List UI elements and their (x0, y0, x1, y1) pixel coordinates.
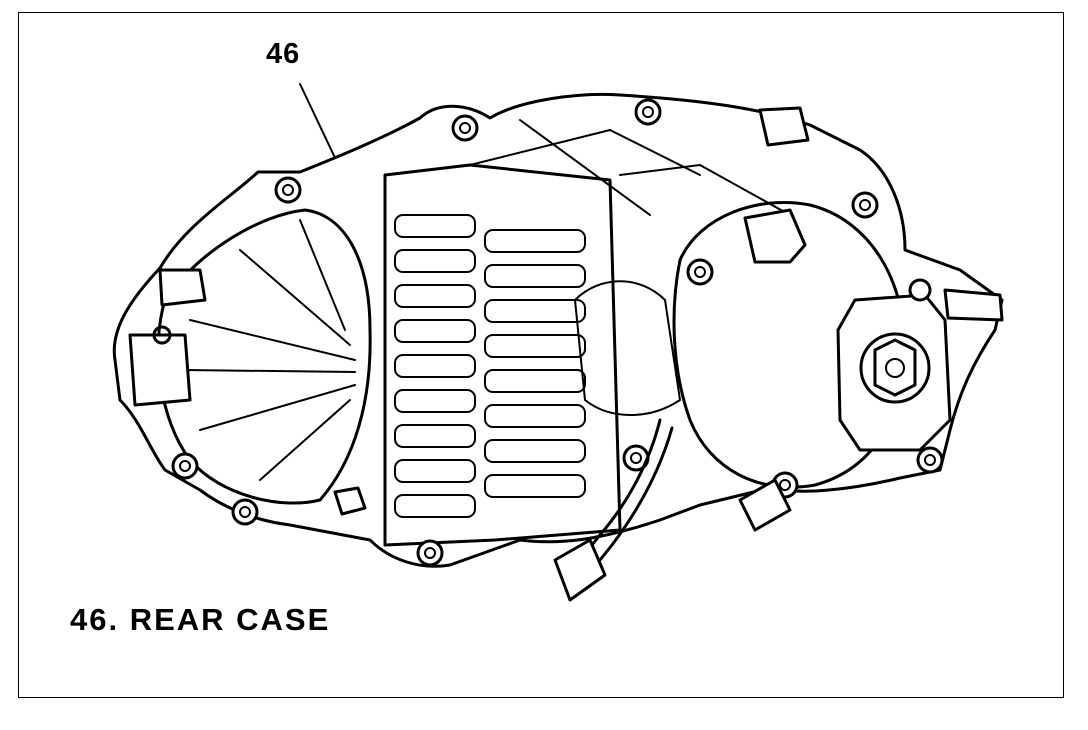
callout-number: 46 (266, 38, 301, 70)
cooling-ribs (394, 214, 586, 518)
figure-frame (18, 12, 1064, 698)
output-shaft-hub (859, 332, 931, 404)
top-sensor (743, 208, 807, 264)
mounting-bolts (171, 98, 944, 567)
bell-housing (156, 208, 372, 505)
wiring-harness (578, 418, 662, 562)
harness-connector (553, 538, 607, 602)
drain-plug (333, 486, 367, 516)
figure-caption: 46. REAR CASE (70, 602, 331, 637)
left-tab (128, 333, 192, 407)
